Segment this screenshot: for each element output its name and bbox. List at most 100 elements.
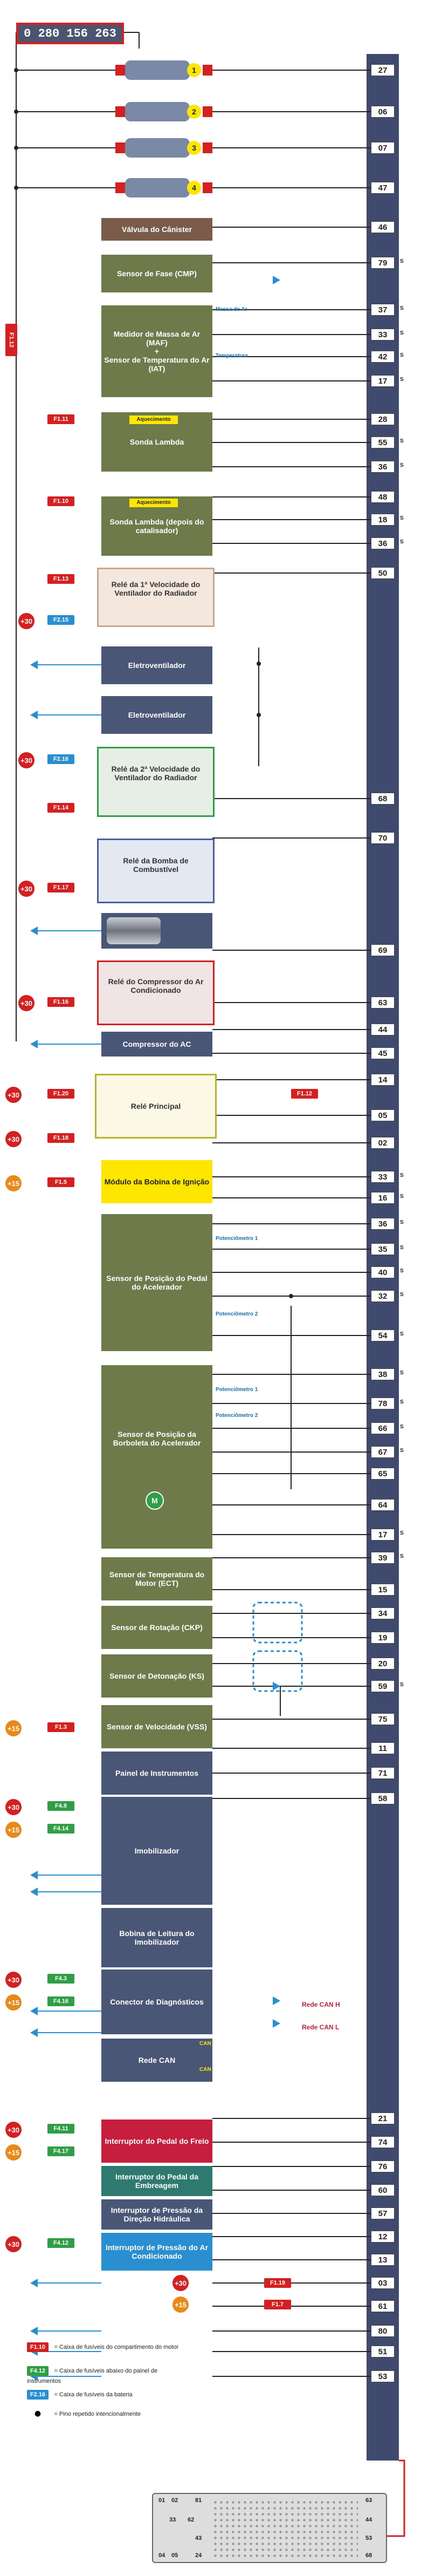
injector-number: 3 (192, 144, 196, 152)
ecu-to-connector-wire (387, 2459, 405, 2537)
pin-s-mark: S (400, 1331, 404, 1337)
instrument-panel: Painel de Instrumentos (101, 1752, 212, 1795)
throttle-sensor: Sensor de Posição da Borboleta do Aceler… (101, 1365, 212, 1549)
ecu-pin-02: 02 (371, 1137, 395, 1149)
supply-15-vss: +15 (5, 1720, 22, 1736)
heater-label-1: Aquecimento (129, 415, 178, 424)
conn-33: 33 (169, 2517, 176, 2523)
injector-number: 2 (192, 107, 196, 116)
conn-62: 62 (188, 2517, 195, 2523)
fuse-f414: F4.14 (47, 1824, 74, 1834)
ecu-pin-36: 36 (371, 461, 395, 473)
legend-text-repeat: = Pino repetido intencionalmente (54, 2411, 141, 2417)
pin-s-mark: S (400, 377, 404, 383)
fuse-f111: F1.11 (47, 414, 74, 424)
ecu-pin-51: 51 (371, 2346, 395, 2357)
power-steering-switch: Interruptor de Pressão da Direção Hidráu… (101, 2199, 212, 2230)
supply-30-ac-switch: +30 (5, 2236, 22, 2252)
ignition-module: Módulo da Bobina de Ignição (101, 1160, 212, 1203)
ecu-pin-15: 15 (371, 1584, 395, 1596)
legend-fuse-red: F1.10 (27, 2342, 49, 2352)
fuse-f412: F4.12 (47, 2238, 74, 2248)
legend-text-engine: = Caixa de fusíveis do compartimento do … (54, 2344, 179, 2350)
main-relay: Relé Principal (95, 1074, 217, 1139)
conn-04: 04 (158, 2552, 165, 2559)
supply-30-brake: +30 (5, 2122, 22, 2138)
pin-s-mark: S (400, 515, 404, 521)
conn-63: 63 (365, 2497, 372, 2504)
signal-can-2: CAN (199, 2067, 211, 2073)
pin-s-mark: S (400, 1173, 404, 1178)
ecu-pin-40: 40 (371, 1266, 395, 1278)
conn-53: 53 (365, 2535, 372, 2541)
can-network: Rede CAN (101, 2039, 212, 2082)
ecu-pin-44: 44 (371, 1024, 395, 1035)
supply-30-pump: +30 (18, 881, 34, 897)
connector-pin-grid (212, 2499, 358, 2559)
supply-30-diag: +30 (5, 1972, 22, 1988)
junction-injector-3 (14, 146, 18, 150)
cmp-sensor: Sensor de Fase (CMP) (101, 255, 212, 292)
ecu-pin-69: 69 (371, 944, 395, 956)
ac-pressure-switch: Interruptor de Pressão do Ar Condicionad… (101, 2233, 212, 2271)
fuse-f417: F4.17 (47, 2146, 74, 2156)
pin-s-mark: S (400, 1268, 404, 1274)
shield-ckp (252, 1602, 303, 1644)
legend-row-repeat: ● = Pino repetido intencionalmente (27, 2409, 141, 2418)
iat-label: Sensor de Temperatura do Ar (IAT) (104, 356, 210, 373)
ckp-sensor: Sensor de Rotação (CKP) (101, 1606, 212, 1649)
pin-s-mark: S (400, 352, 404, 358)
injector-1: 1 (115, 60, 212, 80)
arrow-vss (273, 1682, 280, 1691)
ecu-connector: 01 02 81 63 33 62 43 44 04 05 24 53 68 (152, 2493, 387, 2563)
ecu-pin-12: 12 (371, 2231, 395, 2243)
conn-24: 24 (195, 2552, 202, 2559)
ecu-pin-17: 17 (371, 1529, 395, 1541)
fuse-f411: F4.11 (47, 2124, 74, 2134)
immobilizer-coil: Bobina de Leitura do Imobilizador (101, 1908, 212, 1967)
fuse-f110: F1.10 (47, 496, 74, 506)
pin-s-mark: S (400, 1424, 404, 1430)
pin-s-mark: S (400, 539, 404, 545)
fuse-f116: F1.16 (47, 997, 74, 1007)
pin-s-mark: S (400, 1292, 404, 1298)
ecu-pin-70: 70 (371, 832, 395, 844)
supply-30-fan1: +30 (18, 613, 34, 629)
fuse-f117: F1.17 (47, 883, 74, 892)
pin-s-mark: S (400, 258, 404, 264)
ecu-pin-78: 78 (371, 1398, 395, 1409)
fuse-f119: F1.19 (264, 2278, 291, 2288)
ecu-pin-27: 27 (371, 64, 395, 76)
ecu-pin-35: 35 (371, 1243, 395, 1255)
ecu-pin-58: 58 (371, 1793, 395, 1804)
conn-68: 68 (365, 2552, 372, 2559)
conn-05: 05 (171, 2552, 178, 2559)
fuse-main-relay-out: F1.12 (291, 1089, 318, 1099)
ecu-pin-13: 13 (371, 2254, 395, 2266)
supply-15-immo: +15 (5, 1822, 22, 1838)
ecu-pin-07: 07 (371, 142, 395, 154)
ecu-pin-16: 16 (371, 1192, 395, 1204)
pin-s-mark: S (400, 1399, 404, 1405)
ecu-pin-36: 36 (371, 1218, 395, 1230)
ecu-pin-55: 55 (371, 437, 395, 448)
legend-row-engine-fuse: F1.10 = Caixa de fusíveis do compartimen… (27, 2342, 178, 2352)
injector-number: 4 (192, 183, 196, 192)
supply-30-ac: +30 (18, 995, 34, 1011)
canister-valve: Válvula do Cânister (101, 218, 212, 241)
ecu-pin-68: 68 (371, 793, 395, 805)
ac-compressor: Compressor do AC (101, 1032, 212, 1057)
legend-row-battery-fuse: F2.16 = Caixa de fusíveis da bateria (27, 2389, 133, 2400)
ecu-pin-20: 20 (371, 1658, 395, 1669)
supply-15-ignition: +15 (5, 1175, 22, 1191)
ecu-pin-34: 34 (371, 1607, 395, 1619)
ect-sensor: Sensor de Temperatura do Motor (ECT) (101, 1557, 212, 1600)
part-number-label: 0 280 156 263 (16, 23, 124, 44)
conn-81: 81 (195, 2497, 202, 2504)
supply-15-diag: +15 (5, 1994, 22, 2011)
pin-s-mark: S (400, 305, 404, 311)
signal-can-l: Rede CAN L (302, 2023, 340, 2031)
supply-30-main-relay-2: +30 (5, 1131, 22, 1147)
ecu-pin-61: 61 (371, 2300, 395, 2312)
legend-row-panel-fuse: F4.12 = Caixa de fusíveis abaixo do pain… (27, 2366, 189, 2386)
